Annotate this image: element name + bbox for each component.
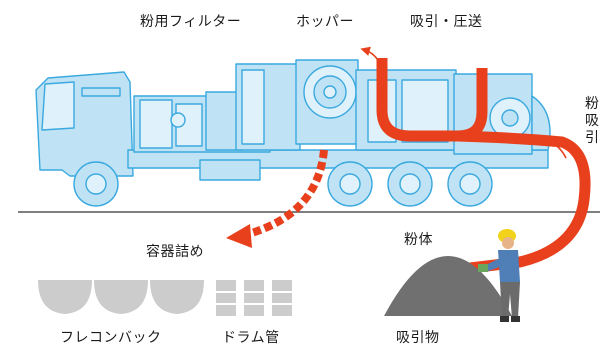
rear-blower-hub [501,109,519,127]
suction-hose [457,130,591,274]
equipment-panel [139,99,173,149]
equipment-panel [175,103,203,147]
suction-flow-pipe [376,58,488,142]
label-suctioned-material: 吸引物 [396,330,440,346]
packing-flow-arrow [246,149,328,238]
flexible-container-bags-icon [38,280,204,314]
truck-window [41,81,75,131]
label-hopper: ホッパー [296,14,354,30]
hopper-drum-hub [323,85,337,99]
label-powder: 粉体 [404,232,433,248]
drum-cans-icon [216,280,292,316]
worker-icon [478,229,520,322]
label-container-packing: 容器詰め [146,244,204,260]
filter-tank [241,69,265,145]
packing-arrow-head [226,224,252,248]
label-powder-filter: 粉用フィルター [140,14,242,30]
label-flexible-container-bag: フレコンバック [60,330,162,346]
truck-wheels [73,161,493,207]
label-powder-suction: 粉吸引 [585,96,599,146]
gauge [170,112,186,128]
exhaust-arrow [360,46,379,61]
truck-cab-detail [81,87,121,97]
vacuum-truck-icon [35,59,551,207]
label-suction-pressure: 吸引・圧送 [410,14,483,30]
label-drum-can: ドラム管 [222,330,280,346]
side-box [199,159,261,181]
suction-direction-arrow [543,137,567,159]
